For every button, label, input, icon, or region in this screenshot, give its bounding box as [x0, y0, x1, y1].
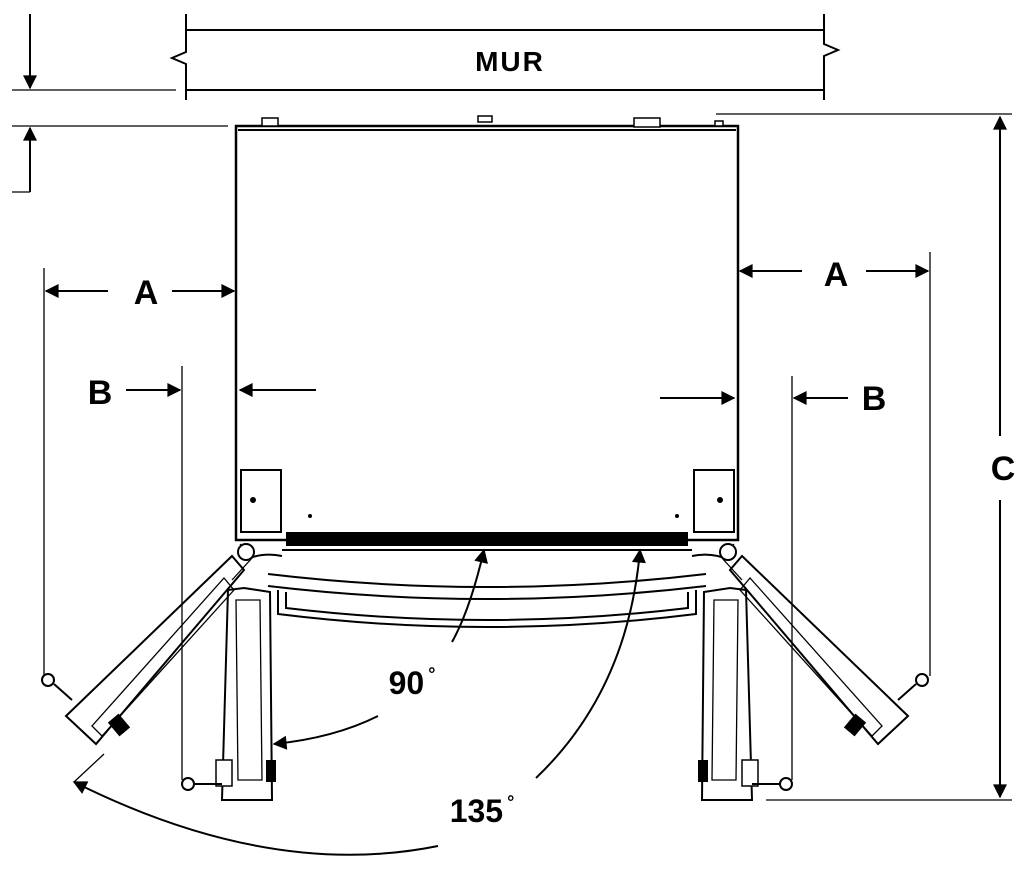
- refrigerator-body: [234, 115, 740, 551]
- dimension-a-left: A: [43, 268, 236, 676]
- angle-90: 90°: [272, 548, 488, 750]
- dimension-a-right: A: [738, 252, 931, 676]
- left-door-90: [181, 586, 276, 801]
- left-door-135: [41, 543, 255, 746]
- dimension-b-left: B: [88, 366, 316, 780]
- dimension-a-left-label: A: [134, 274, 159, 312]
- right-door-90: [698, 586, 793, 801]
- dimension-b-right-label: B: [862, 380, 887, 418]
- wall: MUR: [169, 14, 841, 100]
- angle-135-label: 135°: [450, 792, 515, 829]
- wall-gap-dimension: [12, 14, 228, 193]
- right-door-135: [719, 543, 929, 746]
- dimension-c-label: C: [991, 450, 1016, 488]
- angle-90-label: 90°: [389, 664, 436, 701]
- wall-label: MUR: [475, 46, 545, 77]
- angle-135: 135°: [72, 548, 646, 856]
- dimension-a-right-label: A: [824, 256, 849, 294]
- dimension-c: C: [716, 113, 1016, 801]
- drawer-handle: [244, 553, 730, 628]
- dimension-b-right: B: [660, 376, 886, 780]
- dimension-b-left-label: B: [88, 374, 113, 412]
